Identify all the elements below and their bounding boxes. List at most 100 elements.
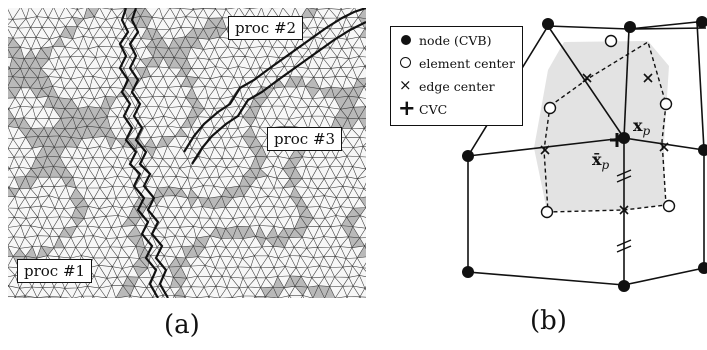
shaded-cell [82,118,95,127]
shaded-cell [180,258,191,267]
legend: node (CVB) element center × edge center … [390,26,523,126]
shaded-cell [180,47,192,59]
shaded-cell [203,27,217,40]
partitioned-mesh-panel: proc #2 proc #3 proc #1 [8,8,366,298]
processor-boundaries [118,8,366,298]
shaded-cell [136,235,145,248]
shaded-cell [273,76,285,89]
shaded-cell [187,107,198,118]
edge-centers [540,73,669,215]
shaded-cell [136,246,145,259]
label-xp: xp [633,116,651,139]
shaded-cell [121,217,136,227]
shaded-cell [24,49,36,59]
shaded-cell [54,146,66,157]
legend-edge-center: × edge center [399,76,495,94]
plus-icon: + [398,96,416,120]
control-volume-diagram [462,16,707,292]
shaded-cell [37,167,50,178]
shaded-cell [181,58,192,69]
shaded-cell [284,275,295,288]
shaded-cell [18,117,32,129]
shaded-cell [48,135,60,148]
shaded-cell [334,96,349,110]
node-2 [624,21,636,33]
shaded-cell [249,137,262,148]
shaded-cell [128,217,141,226]
shaded-cell [53,97,65,109]
shaded-cell [185,87,198,99]
shaded-cell [59,128,72,138]
shaded-cell [47,156,60,167]
shaded-cell [335,117,348,129]
shaded-cell [250,98,261,108]
shaded-cell [340,96,354,110]
shaded-cell [105,136,116,149]
shaded-cell [249,145,262,157]
shaded-cell [307,285,319,298]
shaded-cell [185,28,198,39]
shaded-cell [192,107,205,117]
shaded-cell [242,116,256,127]
shaded-cell [133,258,148,269]
shaded-cell [146,39,156,48]
shaded-cell [53,236,65,248]
nodes [462,16,707,292]
shaded-cell [185,97,198,108]
shaded-cell [181,245,194,258]
label-proc-2: proc #2 [228,16,304,40]
node-5 [618,132,630,144]
shaded-cell [153,188,164,199]
shaded-cell [187,188,199,198]
shaded-cell [140,8,153,18]
shaded-cell [260,287,274,297]
shaded-cell [216,227,226,239]
shaded-cell [348,226,360,238]
shaded-cell [24,77,38,88]
shaded-cell [153,47,164,58]
shaded-cell [140,57,154,67]
boundary-proc2-proc3-inner [191,21,366,165]
shaded-cell [300,8,314,19]
shaded-cell [70,198,84,208]
shaded-cell [197,29,210,40]
shaded-cell [25,168,38,178]
shaded-cell [141,67,151,79]
shaded-cell [18,127,32,138]
shaded-cell [175,188,188,198]
shaded-cell [122,285,135,296]
triangular-mesh [8,8,366,298]
shaded-cell [58,97,72,109]
shaded-cell [277,236,289,248]
shaded-cell [153,57,164,67]
shaded-cell [116,138,128,147]
shaded-cell [243,168,257,179]
shaded-cell [208,196,222,209]
label-xbar-p: x̄p [592,150,610,173]
shaded-cell [187,116,198,127]
shaded-cell [237,226,250,239]
boundary-proc1-proc2 [118,8,159,298]
shaded-cell [340,107,354,119]
shaded-cell [53,118,65,129]
shaded-cell [156,47,169,58]
shaded-cell [255,145,267,157]
shaded-cell [289,156,303,168]
shaded-cell [168,266,181,278]
shaded-cell [140,16,153,28]
shaded-cell [253,97,268,107]
boundary-proc2-proc3 [183,8,366,153]
shaded-cell [225,186,240,198]
shaded-cell [87,126,100,138]
shaded-cell [43,146,55,157]
shaded-cell [319,87,332,98]
shaded-cell [38,136,49,146]
shaded-cell [81,126,93,139]
legend-element-center: element center [399,54,515,72]
mesh-edges [8,8,366,298]
shaded-cell [359,28,366,38]
shaded-cell [25,246,37,259]
shaded-cell [290,275,302,287]
label-proc-3: proc #3 [267,127,343,151]
shaded-cell [42,156,54,168]
